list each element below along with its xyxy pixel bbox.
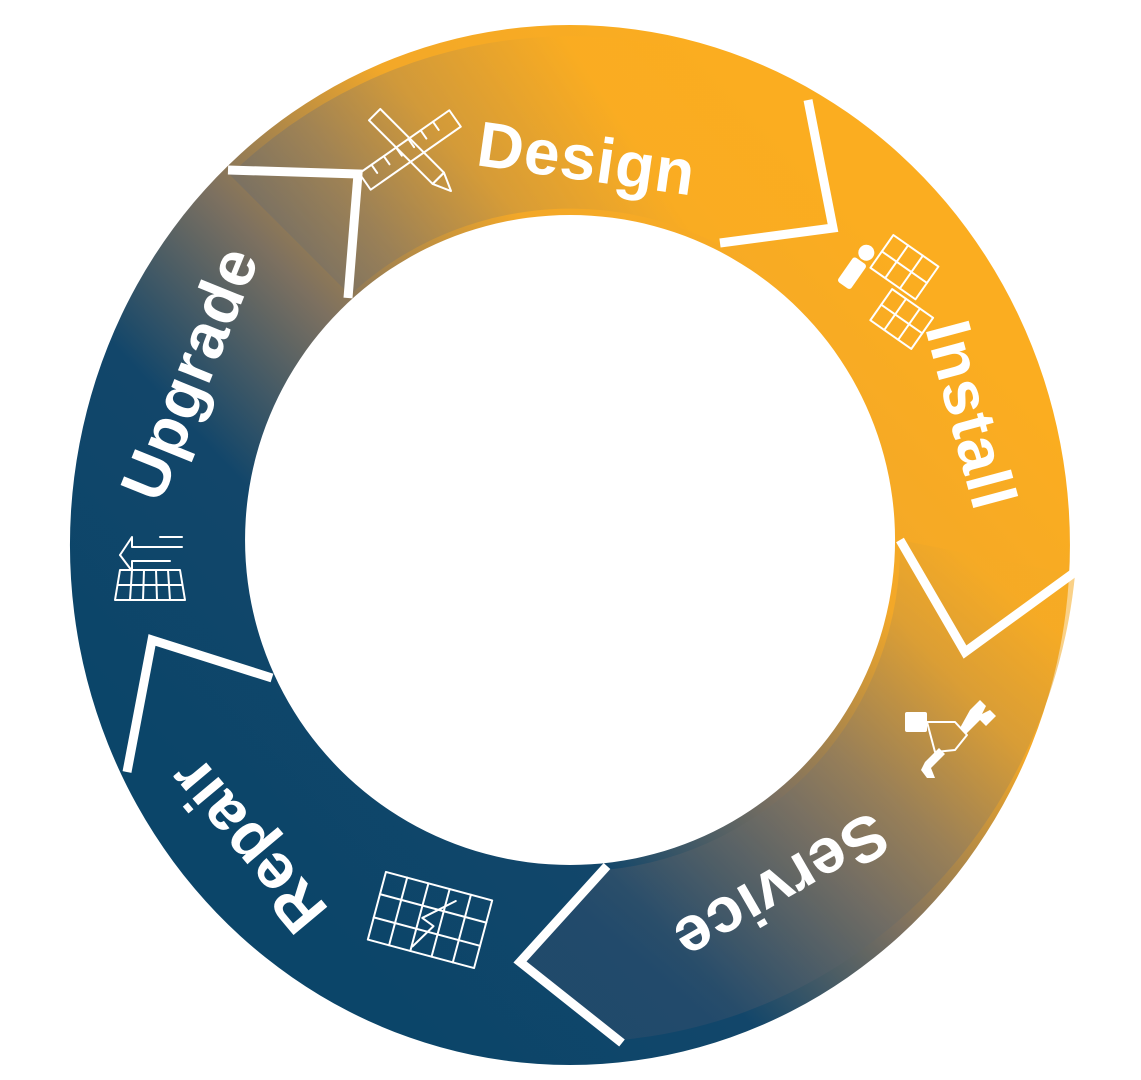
pencil-ruler-icon — [358, 107, 462, 193]
ring-bottom-shade — [520, 540, 1075, 1040]
ring-top-shade — [230, 36, 840, 295]
separator-design-install — [719, 99, 839, 248]
hand-wrench-icon — [905, 700, 996, 778]
solar-panel-upgrade-icon — [114, 536, 186, 601]
separator-install-service — [896, 537, 1078, 659]
stage-separators — [122, 99, 1078, 1047]
worker-solar-panel-icon — [838, 234, 940, 350]
separator-service-repair — [513, 862, 625, 1047]
separator-upgrade-design — [227, 165, 363, 299]
separator-repair-upgrade — [122, 634, 274, 773]
ring — [69, 25, 1075, 1065]
broken-solar-panel-icon — [366, 870, 494, 970]
